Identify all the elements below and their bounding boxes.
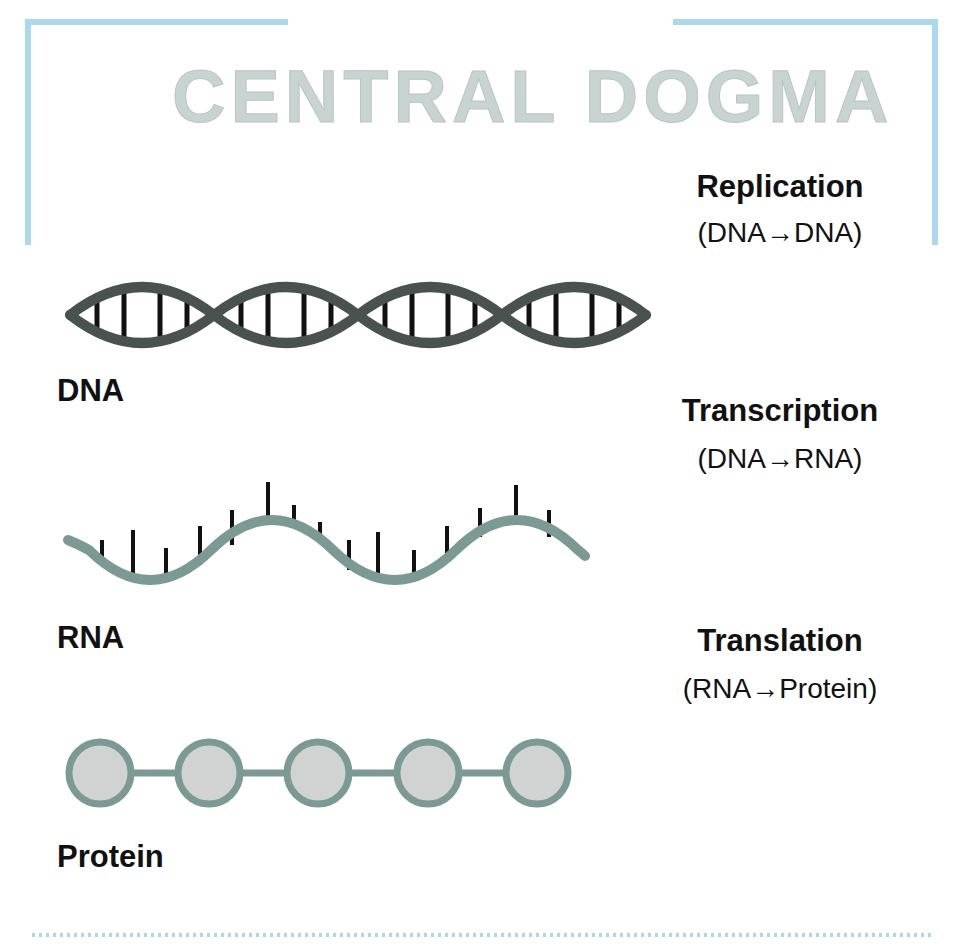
rna-backbone	[68, 520, 585, 580]
molecule-label: DNA	[57, 375, 124, 406]
molecule-label: RNA	[57, 622, 124, 653]
process-name: Transcription	[480, 395, 972, 426]
dna-strand	[70, 287, 646, 343]
dna-strand	[70, 287, 646, 343]
process-formula: (DNA→DNA)	[480, 219, 972, 247]
protein-chain	[69, 742, 568, 804]
process-formula: (RNA→Protein)	[480, 675, 972, 703]
amino-acids	[69, 742, 568, 804]
title-frame	[28, 22, 935, 245]
dotted-rule	[32, 933, 935, 937]
diagram-title: CENTRAL DOGMA	[172, 60, 772, 134]
process-name: Translation	[480, 625, 972, 656]
dna-helix	[70, 287, 646, 343]
molecule-label: Protein	[57, 841, 164, 872]
process-formula: (DNA→RNA)	[480, 445, 972, 473]
process-name: Replication	[480, 171, 972, 202]
rna-strand	[68, 482, 585, 580]
